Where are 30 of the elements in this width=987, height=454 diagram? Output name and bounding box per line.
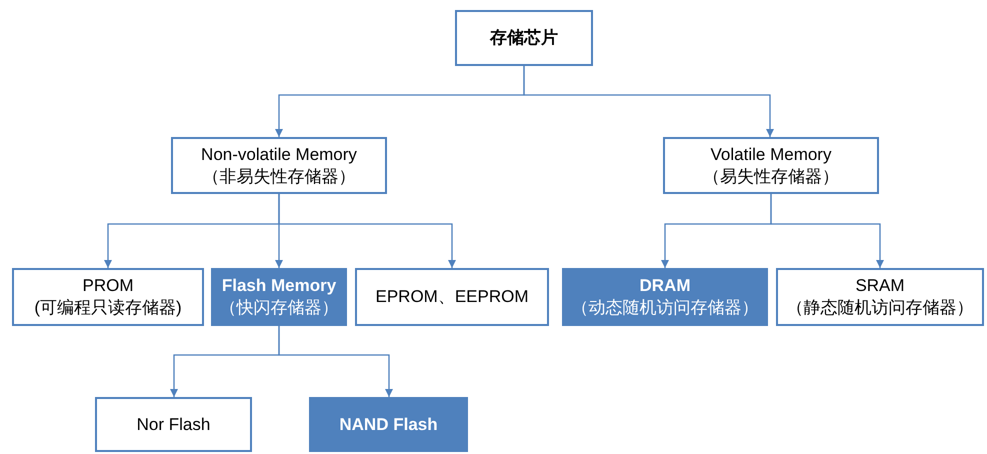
memory-type-box (309, 397, 468, 452)
node-title: DRAM (640, 275, 690, 297)
connector-arrow (523, 66, 774, 137)
memory-type-box (562, 268, 768, 326)
memory-type-box (663, 137, 879, 194)
connector-arrow (278, 194, 456, 268)
memory-type-box (12, 268, 204, 326)
memory-type-box (455, 10, 593, 66)
node-title: 存储芯片 (490, 27, 558, 49)
node-subtitle: （静态随机访问存储器） (786, 297, 974, 319)
node-title: SRAM (855, 275, 905, 297)
node-subtitle: （快闪存储器） (220, 297, 338, 319)
connector-arrow (278, 326, 393, 397)
memory-type-box (211, 268, 347, 326)
memory-type-box (171, 137, 387, 194)
memory-type-box (355, 268, 549, 326)
node-subtitle: （易失性存储器） (703, 166, 839, 188)
connector-arrow (770, 194, 884, 268)
memory-type-box (95, 397, 252, 452)
node-title: Volatile Memory (710, 144, 832, 166)
memory-type-box (776, 268, 984, 326)
node-title: EPROM、EEPROM (375, 286, 529, 308)
node-subtitle: (可编程只读存储器) (34, 297, 182, 319)
node-subtitle: （动态随机访问存储器） (572, 297, 758, 319)
node-title: Non-volatile Memory (201, 144, 357, 166)
node-subtitle: （非易失性存储器） (202, 166, 356, 188)
node-title: PROM (82, 275, 134, 297)
node-title: Nor Flash (136, 414, 210, 436)
node-title: NAND Flash (339, 414, 438, 436)
node-title: Flash Memory (222, 275, 336, 297)
